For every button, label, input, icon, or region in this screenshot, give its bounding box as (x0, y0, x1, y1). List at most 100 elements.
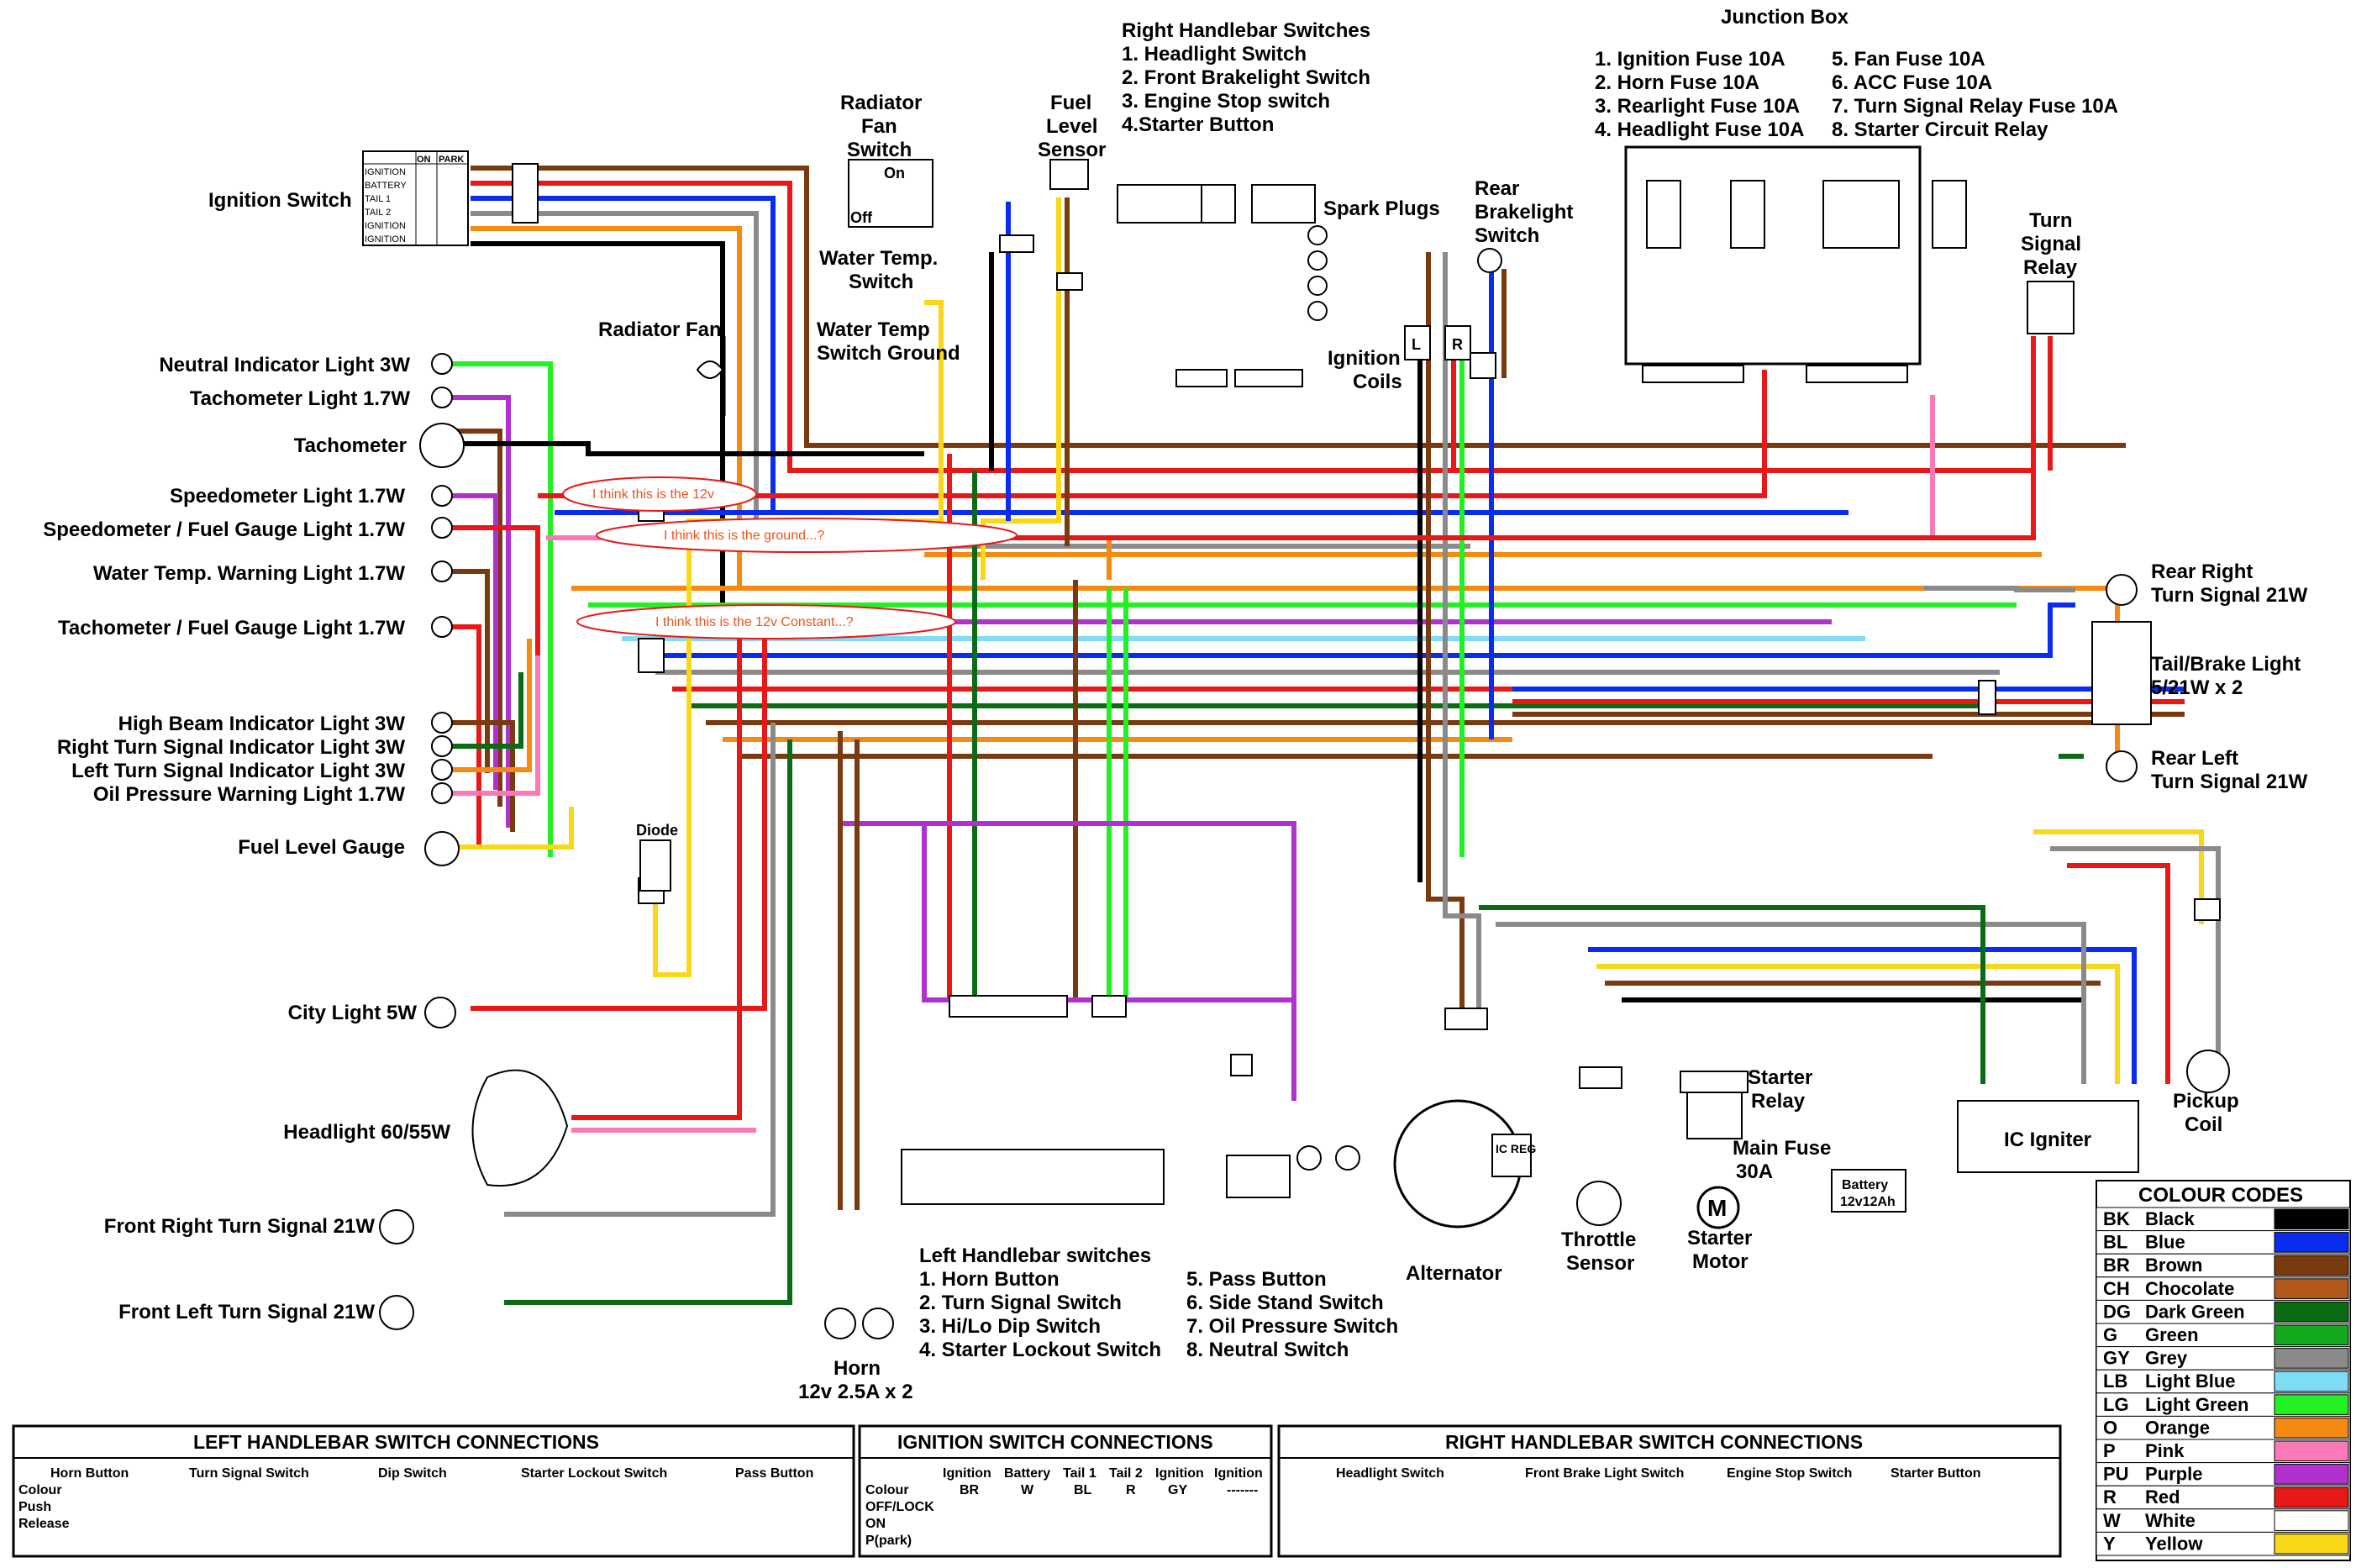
legend-name: Dark Green (2145, 1301, 2245, 1322)
ign-row-4: IGNITION (365, 221, 406, 231)
starter-motor-label: Starter Motor (1687, 1227, 1758, 1273)
left-hb-8: 8. Neutral Switch (1186, 1339, 1349, 1361)
ignition-switch-label: Ignition Switch (208, 189, 352, 212)
legend-code: P (2103, 1440, 2116, 1461)
spark-plug-markers (1307, 225, 1328, 321)
ignition-switch-grid: ON PARK IGNITION BATTERY TAIL 1 TAIL 2 I… (362, 150, 469, 246)
legend-swatch (2274, 1208, 2349, 1230)
junction-box-fuses (1646, 180, 1967, 249)
ic-igniter-box (1957, 1100, 2139, 1173)
ign-t-col-1: Battery (1004, 1466, 1050, 1481)
horn-spec-label: 12v 2.5A x 2 (798, 1381, 913, 1403)
left-hb-5: 5. Pass Button (1186, 1268, 1327, 1291)
legend-name: Black (2145, 1208, 2195, 1229)
ignition-coil-l-label: L (1412, 336, 1421, 353)
ign-t-code-0: BR (960, 1483, 980, 1497)
left-handlebar-switch-block (901, 1149, 1165, 1205)
legend-code: GY (2103, 1348, 2130, 1369)
lt-group-1: Turn Signal Switch (189, 1466, 309, 1481)
legend-code: BK (2103, 1208, 2130, 1229)
annotations: I think this is the 12v I think this is … (562, 476, 1018, 639)
side-stand-switch-box (1226, 1155, 1291, 1198)
ign-t-row-3: P(park) (865, 1534, 912, 1548)
front-left-turn-bulb (379, 1295, 414, 1330)
lt-row-1: Push (18, 1500, 51, 1514)
left-table-title: LEFT HANDLEBAR SWITCH CONNECTIONS (193, 1431, 599, 1453)
ign-row-3: TAIL 2 (365, 208, 391, 218)
ign-t-col-4: Ignition (1155, 1466, 1204, 1481)
radiator-fan-icon (696, 336, 726, 416)
legend-swatch (2274, 1417, 2349, 1439)
ign-t-col-3: Tail 2 (1109, 1466, 1143, 1481)
colour-codes-title: COLOUR CODES (2138, 1184, 2303, 1207)
labels: Ignition Switch Radiator Fan Switch On O… (43, 6, 2307, 1403)
legend-swatch (2274, 1301, 2349, 1323)
turn-signal-relay-label: Turn Signal Relay (2021, 209, 2087, 279)
ign-col-park: PARK (439, 155, 464, 165)
legend-swatch (2274, 1533, 2349, 1555)
legend-code: G (2103, 1324, 2117, 1345)
right-handlebar-item-4: 4.Starter Button (1122, 113, 1274, 136)
light-label-2: Tachometer (294, 434, 407, 457)
legend-code: LB (2103, 1371, 2127, 1392)
junction-fuse-2: 2. Horn Fuse 10A (1595, 71, 1759, 94)
legend-name: Light Green (2145, 1394, 2248, 1415)
oil-pressure-switch-icon (1296, 1145, 1322, 1171)
rear-left-turn-label: Rear Left Turn Signal 21W (2151, 747, 2308, 793)
ign-t-code-1: W (1021, 1483, 1034, 1497)
ignition-coil-l (1404, 325, 1431, 360)
horn-label: Horn (834, 1357, 881, 1380)
ign-t-code-4: GY (1168, 1483, 1187, 1497)
junction-fuse-1: 1. Ignition Fuse 10A (1595, 48, 1785, 71)
rt-group-3: Starter Button (1891, 1466, 1981, 1481)
pickup-coil-label: Pickup Coil (2173, 1090, 2244, 1136)
left-handlebar-connections-table: LEFT HANDLEBAR SWITCH CONNECTIONS Horn B… (12, 1424, 855, 1558)
left-hb-1: 1. Horn Button (919, 1268, 1060, 1291)
fan-switch-on: On (884, 165, 905, 182)
lt-group-4: Pass Button (735, 1466, 813, 1481)
legend-swatch (2274, 1278, 2349, 1299)
starter-relay-box (1686, 1092, 1743, 1139)
right-handlebar-connections-table: RIGHT HANDLEBAR SWITCH CONNECTIONS Headl… (1277, 1424, 2062, 1558)
left-hb-3: 3. Hi/Lo Dip Switch (919, 1315, 1101, 1338)
legend-code: Y (2103, 1533, 2116, 1554)
legend-name: Purple (2145, 1464, 2202, 1485)
ignition-connections-table: IGNITION SWITCH CONNECTIONS Ignition Bat… (858, 1424, 1273, 1558)
legend-code: W (2103, 1510, 2121, 1531)
legend-name: Chocolate (2145, 1278, 2234, 1299)
legend-code: BL (2103, 1232, 2127, 1253)
light-label-3: Speedometer Light 1.7W (170, 485, 405, 508)
fan-switch-off: Off (850, 209, 873, 226)
rear-left-turn-bulb (2106, 750, 2138, 782)
fuel-level-gauge (424, 831, 460, 866)
throttle-sensor-label: Throttle Sensor (1561, 1229, 1642, 1275)
rt-group-1: Front Brake Light Switch (1525, 1466, 1684, 1481)
ign-t-col-0: Ignition (943, 1466, 991, 1481)
radiator-fan-label: Radiator Fan (598, 318, 722, 341)
right-handlebar-item-2: 2. Front Brakelight Switch (1122, 66, 1370, 89)
legend-name: White (2145, 1510, 2196, 1531)
left-hb-2: 2. Turn Signal Switch (919, 1292, 1122, 1314)
light-label-0: Neutral Indicator Light 3W (159, 354, 410, 376)
starter-relay-label: Starter Relay (1748, 1066, 1818, 1113)
light-label-12: City Light 5W (288, 1002, 418, 1024)
front-right-turn-bulb (379, 1209, 414, 1244)
light-label-8: Right Turn Signal Indicator Light 3W (57, 736, 406, 759)
ign-t-col-2: Tail 1 (1063, 1466, 1096, 1481)
ign-col-on: ON (417, 155, 431, 165)
ign-t-row-0: Colour (865, 1483, 909, 1497)
ic-reg-box (1491, 1134, 1532, 1177)
ign-t-code-3: R (1126, 1483, 1136, 1497)
battery-label: Battery 12v12Ah (1840, 1178, 1896, 1209)
ic-igniter-label: IC Igniter (2004, 1129, 2091, 1151)
lt-group-3: Starter Lockout Switch (521, 1466, 667, 1481)
ign-row-1: BATTERY (365, 181, 407, 191)
legend-swatch (2274, 1255, 2349, 1276)
left-handlebar-title: Left Handlebar switches (919, 1244, 1151, 1267)
ign-t-row-1: OFF/LOCK (865, 1500, 934, 1514)
ic-reg-label: IC REG (1496, 1142, 1536, 1155)
light-label-14: Front Right Turn Signal 21W (104, 1215, 376, 1238)
legend-name: Blue (2145, 1232, 2185, 1253)
fuel-level-sensor-label: Fuel Level Sensor (1038, 92, 1106, 161)
fuel-level-sensor-box (1049, 159, 1089, 190)
